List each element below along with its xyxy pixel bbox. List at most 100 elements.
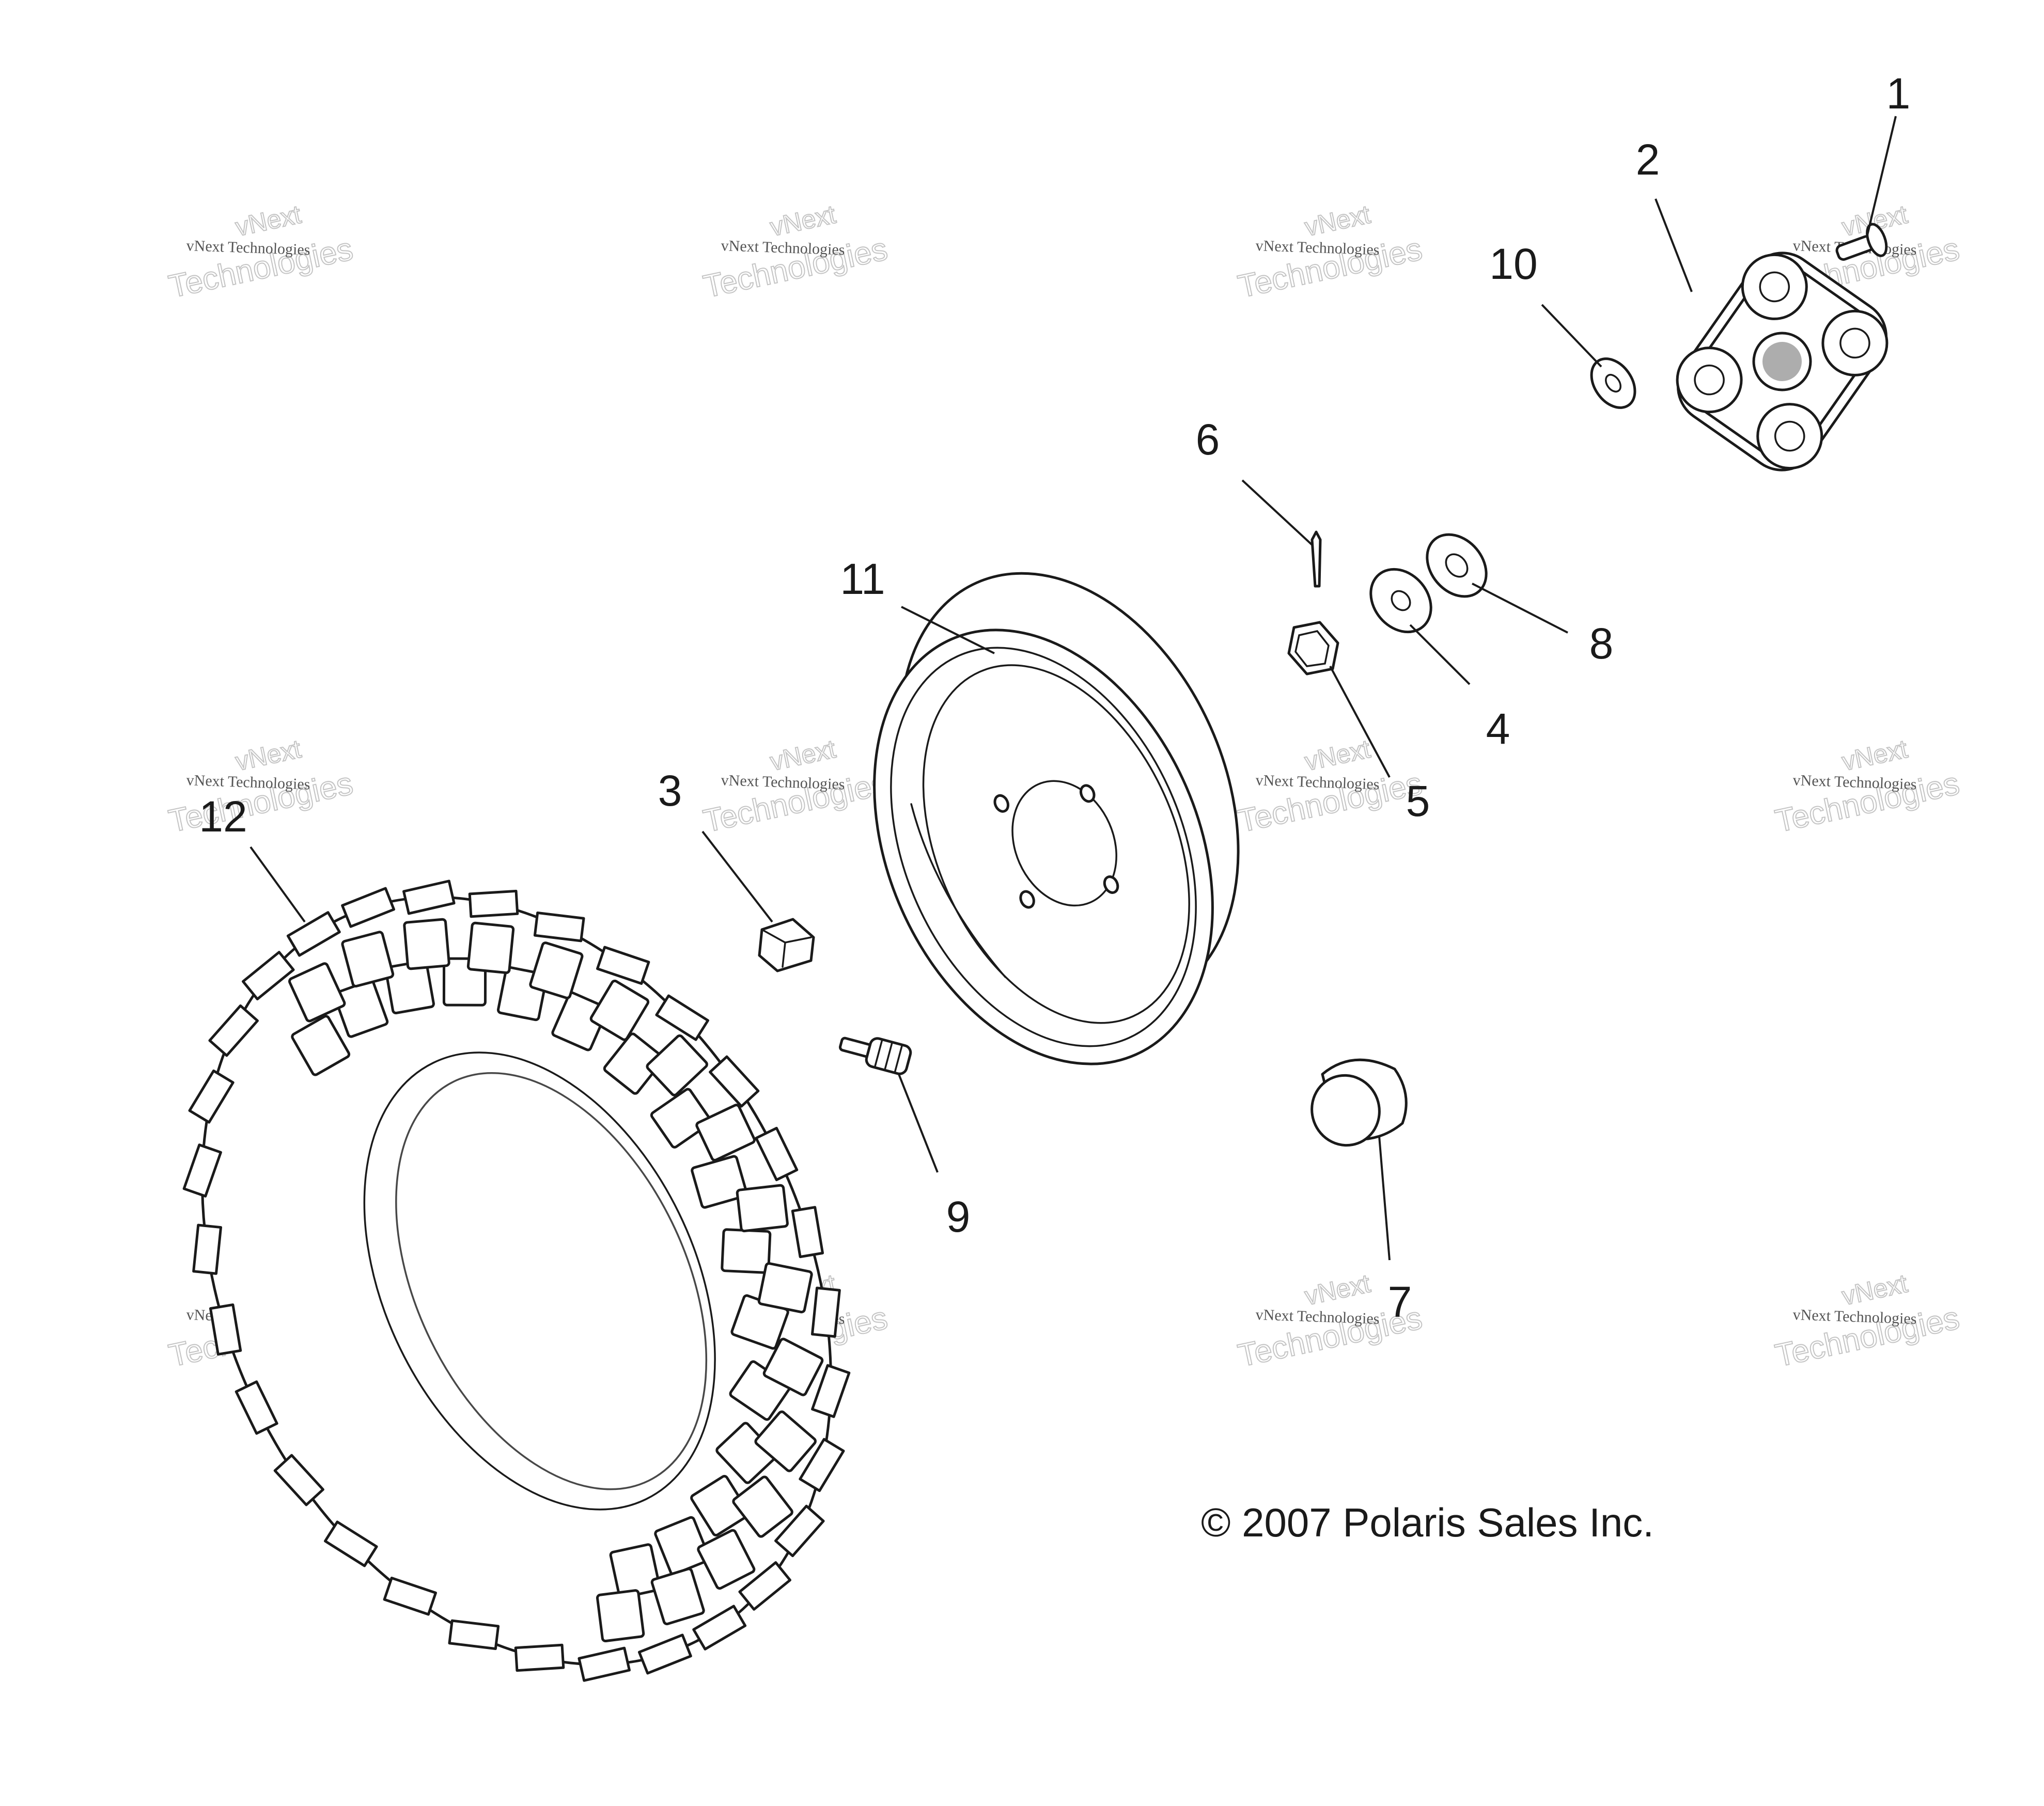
watermark-vnext: vNext	[233, 734, 304, 776]
callout-5: 5	[1406, 777, 1430, 825]
tread-lug	[690, 1474, 751, 1537]
tread-lug	[655, 994, 710, 1041]
copyright-notice: © 2007 Polaris Sales Inc.	[1201, 1500, 1654, 1545]
leader-10	[1541, 304, 1602, 368]
tire-part-12	[182, 880, 851, 1682]
dust-cap-part-7	[1310, 1058, 1408, 1147]
tread-lug	[533, 911, 585, 943]
leader-5	[1329, 666, 1391, 778]
tread-lug	[603, 1032, 665, 1095]
watermark-caption: vNext Technologies	[721, 772, 845, 793]
stud-part-1	[1835, 223, 1888, 261]
tread-lug	[468, 889, 519, 918]
watermark-caption: vNext Technologies	[1255, 1306, 1380, 1327]
tread-lug	[291, 1015, 351, 1076]
watermark-caption: vNext Technologies	[186, 772, 310, 793]
washer-part-10	[1590, 357, 1636, 409]
tread-lug	[691, 1155, 748, 1209]
watermark-vnext: vNext	[768, 734, 838, 776]
tread-lug	[736, 1184, 789, 1233]
leader-11	[901, 606, 995, 654]
leader-3	[701, 830, 773, 923]
tread-lug	[654, 1516, 711, 1576]
tread-lug	[273, 1454, 324, 1506]
tread-lug	[646, 1034, 708, 1096]
tread-lug	[242, 951, 295, 1001]
tread-lug	[637, 1634, 692, 1675]
watermark-vnext: vNext	[1302, 200, 1373, 242]
callout-2: 2	[1636, 135, 1660, 184]
leader-lines	[249, 116, 1897, 1261]
tread-lug	[697, 1529, 756, 1590]
tread-lug	[208, 1004, 259, 1057]
watermark-vnext: vNext	[1302, 1269, 1373, 1311]
tread-lug	[738, 1561, 791, 1611]
tread-lug	[757, 1262, 813, 1314]
tread-lug	[810, 1286, 841, 1338]
tread-lug	[578, 1646, 631, 1682]
tread-lug	[192, 1223, 223, 1275]
callout-12: 12	[199, 792, 247, 841]
tread-lug	[341, 887, 396, 928]
tread-lug	[286, 911, 341, 957]
callout-8: 8	[1589, 619, 1614, 668]
tread-lug	[323, 1520, 378, 1567]
callout-9: 9	[946, 1192, 971, 1241]
cotter-pin-part-6	[1310, 530, 1322, 588]
tread-lug	[448, 1619, 500, 1651]
tread-lug	[403, 918, 450, 970]
tread-lug	[692, 1605, 747, 1651]
tire-tread-lugs	[182, 880, 851, 1682]
watermark-caption: vNext Technologies	[1255, 772, 1380, 793]
callout-1: 1	[1886, 69, 1911, 118]
leader-7	[1378, 1136, 1391, 1261]
watermark-caption: vNext Technologies	[721, 237, 845, 258]
tread-lug	[721, 1228, 772, 1274]
tread-lug	[799, 1438, 845, 1493]
washer-part-8	[1426, 533, 1488, 598]
tread-lug	[596, 1589, 645, 1643]
tread-lug	[466, 921, 515, 975]
tread-lug	[650, 1088, 712, 1149]
leader-8	[1472, 583, 1568, 634]
callout-7: 7	[1388, 1278, 1412, 1326]
tread-lug	[811, 1364, 851, 1418]
tread-lug	[551, 991, 609, 1051]
tread-lug	[341, 931, 395, 988]
callout-labels: 1 2 3 4 5 6 7 8 9 10 11 12	[199, 69, 1910, 1326]
callout-10: 10	[1489, 240, 1537, 288]
callout-11: 11	[840, 555, 885, 603]
tread-lug	[333, 979, 389, 1038]
watermark-vnext: vNext	[1839, 1269, 1910, 1311]
leader-6	[1241, 479, 1313, 546]
tread-lug	[695, 1104, 756, 1162]
watermark-vnext: vNext	[1302, 734, 1373, 776]
washer-part-4	[1369, 568, 1432, 634]
tread-lug	[288, 962, 346, 1023]
watermark-vnext: vNext	[768, 200, 838, 242]
tread-lug	[755, 1126, 799, 1182]
tread-lug	[383, 1576, 437, 1616]
tread-lug	[596, 946, 650, 985]
watermark-vnext: vNext	[233, 200, 304, 242]
leader-9	[898, 1074, 939, 1173]
tread-lug	[209, 1303, 242, 1356]
watermark-caption: vNext Technologies	[186, 237, 310, 258]
tread-lug	[791, 1206, 824, 1259]
tread-lug	[384, 960, 435, 1015]
leader-2	[1655, 198, 1693, 292]
tread-lug	[188, 1069, 235, 1124]
callout-6: 6	[1196, 415, 1220, 464]
tread-lug	[529, 941, 584, 999]
tread-lug	[235, 1380, 278, 1435]
leader-1	[1866, 116, 1897, 235]
